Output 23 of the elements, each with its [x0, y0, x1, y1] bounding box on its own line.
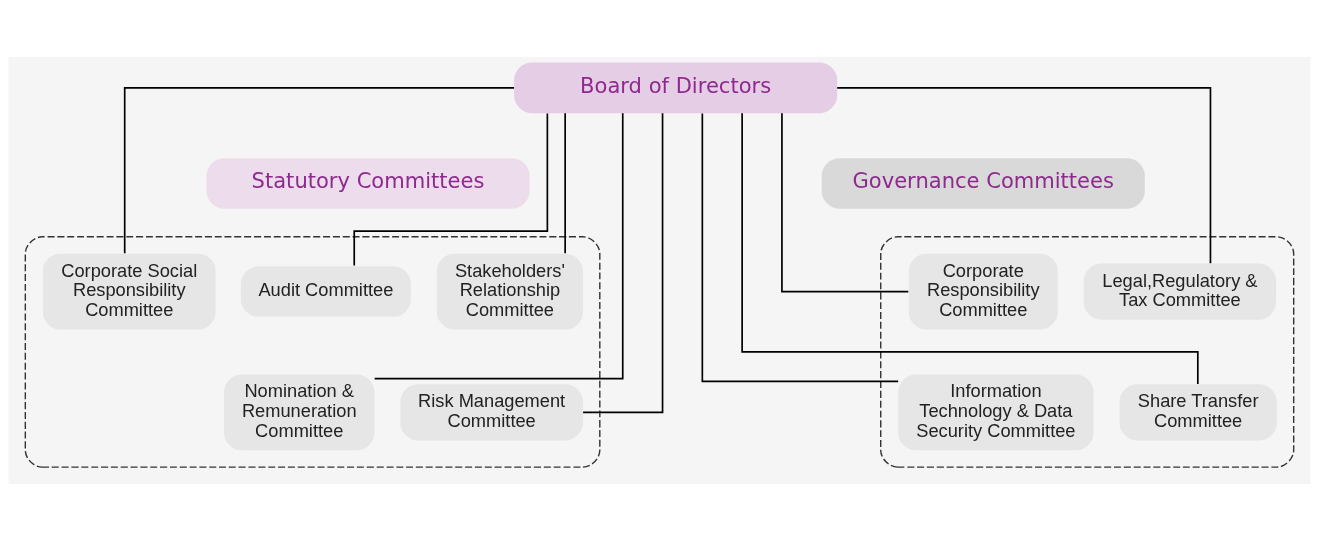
connector — [781, 112, 910, 293]
cluster — [880, 236, 1295, 468]
connector — [123, 87, 515, 255]
node-box: Governance Committees — [821, 158, 1145, 209]
connector — [582, 112, 664, 414]
node-box: Legal,Regulatory & Tax Committee — [1083, 263, 1277, 320]
node-box: Statutory Committees — [206, 158, 530, 209]
connector — [836, 87, 1212, 265]
cluster — [24, 236, 601, 468]
connector — [353, 112, 549, 267]
connector — [741, 112, 1199, 385]
node-box: Risk Management Committee — [400, 384, 583, 441]
connector — [373, 112, 624, 380]
connector — [701, 112, 899, 383]
node-box: Share Transfer Committee — [1119, 384, 1277, 441]
connector — [564, 112, 566, 255]
node-box: Board of Directors — [514, 62, 838, 114]
node-box: Corporate Responsibility Committee — [908, 253, 1058, 330]
node-box: Information Technology & Data Security Committee — [898, 374, 1094, 451]
node-box: Nomination & Remuneration Committee — [224, 374, 375, 451]
node-box: Corporate Social Responsibility Committee — [42, 253, 216, 330]
node-box: Stakeholders' Relationship Committee — [436, 253, 583, 330]
node-box: Audit Committee — [240, 266, 411, 317]
